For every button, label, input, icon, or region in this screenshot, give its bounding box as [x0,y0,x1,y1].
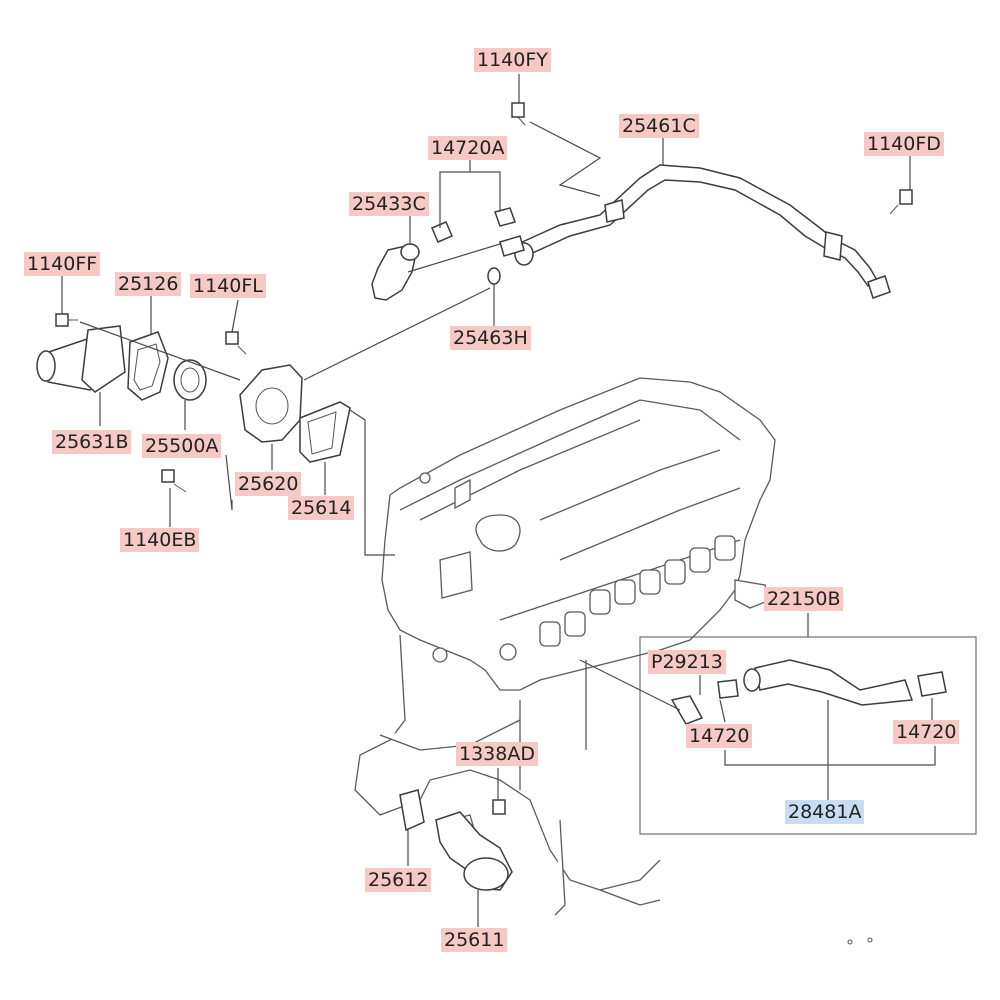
part-label-25433c[interactable]: 25433C [349,192,429,216]
part-label-25463h[interactable]: 25463H [450,326,531,350]
water-pipe [514,164,891,299]
part-label-25620[interactable]: 25620 [235,472,302,496]
lower-fittings [399,789,513,891]
part-label-14720a[interactable]: 14720A [428,136,508,160]
part-label-1140eb[interactable]: 1140EB [120,528,200,552]
part-label-p29213[interactable]: P29213 [648,650,726,674]
part-label-1338ad[interactable]: 1338AD [456,742,538,766]
hose-25433c [371,207,525,301]
part-label-1140fd[interactable]: 1140FD [864,132,944,156]
part-label-25612[interactable]: 25612 [365,868,432,892]
part-label-1140ff[interactable]: 1140FF [24,252,101,276]
part-label-22150b[interactable]: 22150B [764,587,844,611]
part-label-14720-right[interactable]: 14720 [893,720,960,744]
part-label-25614[interactable]: 25614 [288,496,355,520]
part-label-25611[interactable]: 25611 [441,928,508,952]
part-label-25500a[interactable]: 25500A [142,434,222,458]
thermostat-group [36,325,351,463]
part-label-1140fl[interactable]: 1140FL [190,274,266,298]
part-label-28481a[interactable]: 28481A [785,800,865,824]
part-label-1140fy[interactable]: 1140FY [474,48,551,72]
part-label-14720-left[interactable]: 14720 [686,724,753,748]
part-label-25461c[interactable]: 25461C [619,114,699,138]
part-label-25631b[interactable]: 25631B [52,430,132,454]
bolts [55,102,913,815]
leader-lines [61,74,936,927]
part-label-25126[interactable]: 25126 [115,272,182,296]
